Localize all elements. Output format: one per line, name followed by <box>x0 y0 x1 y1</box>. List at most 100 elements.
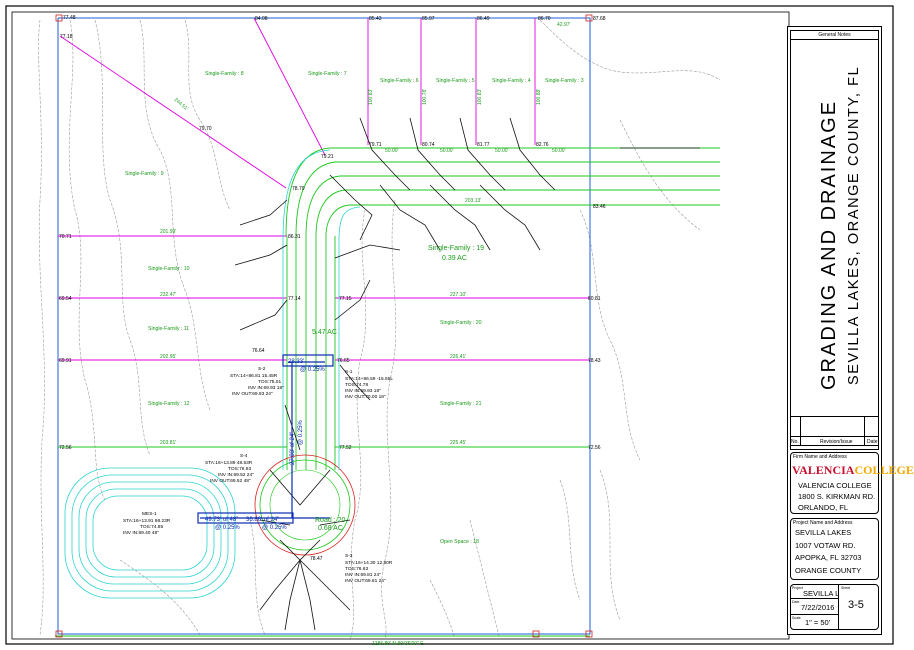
plan-label: INV IN:69.93 18" <box>248 385 284 391</box>
grading-leaders <box>234 117 700 631</box>
plan-label: 201.99' <box>160 229 176 235</box>
revision-date-header: Date <box>867 439 878 445</box>
firm-address: VALENCIA COLLEGE 1800 S. KIRKMAN RD. ORL… <box>798 480 875 513</box>
plan-label: TOS:75.01 <box>258 379 281 385</box>
plan-label: 84.08 <box>255 16 268 22</box>
firm-line-1: VALENCIA COLLEGE <box>798 481 872 490</box>
dimension-labels: 201.99' 232.47' 227.10' 202.95' 226.41' … <box>160 22 571 647</box>
existing-contours <box>38 19 721 641</box>
lot-label-sf3: Single-Family : 3 <box>545 78 584 84</box>
plan-label: 36.86' of 24" <box>246 517 279 523</box>
plan-label: INV OUT:69.52 48" <box>210 478 251 484</box>
storm-pipe <box>197 354 334 524</box>
plan-label: 86.31 <box>288 234 301 240</box>
date-value: 7/22/2016 <box>801 603 835 612</box>
plan-label: INV IN:69.52 24" <box>218 472 254 478</box>
lot-label-sf6: Single-Family : 6 <box>380 78 419 84</box>
plan-label: 28.33' <box>288 359 304 365</box>
sheet-info-box <box>790 584 879 630</box>
plan-label: 77.14 <box>288 296 301 302</box>
plan-label: 79.21 <box>321 154 334 160</box>
plan-label: 69.91 <box>59 358 72 364</box>
plan-label: S-2 <box>258 366 266 372</box>
structure-callouts: S-1 STA:14+86.59 -15.55L TOS:74.78 INV I… <box>123 366 393 584</box>
plan-label: 1286.89' N 89°35'00" E <box>372 641 424 647</box>
plan-label: 81.77 <box>477 142 490 148</box>
revision-col-1 <box>800 416 801 446</box>
revision-divider <box>790 436 879 437</box>
plan-label: 72.56 <box>59 445 72 451</box>
lot-label-open-space: Open Space : 18 <box>440 539 479 545</box>
property-boundary <box>57 17 591 635</box>
lot-label-sf10: Single-Family : 10 <box>148 266 190 272</box>
plan-label: 100.83' <box>477 89 483 105</box>
plan-label: INV OUT:69.81 24" <box>345 578 386 584</box>
plan-label: 79.71 <box>369 142 382 148</box>
plan-label: TOS:74.85 <box>140 524 163 530</box>
plan-label: 225.45' <box>450 440 466 446</box>
scale-label: Scale <box>792 616 801 620</box>
plan-label: 76.64 <box>252 348 265 354</box>
plan-label: 49.73' of 48" <box>205 517 238 523</box>
plan-label: STA:14+86.81 15.45R <box>230 373 278 379</box>
plan-label: 80.81 <box>588 296 601 302</box>
center-area: 5.47 AC <box>312 329 337 336</box>
plan-label: S-4 <box>240 453 248 459</box>
general-notes-header: General Notes <box>790 32 879 40</box>
retention-pond <box>64 467 236 599</box>
plan-label: 50.00' <box>495 148 509 154</box>
drawing-frame <box>11 11 790 640</box>
plan-label: 226.41' <box>450 354 466 360</box>
firm-box <box>790 452 879 514</box>
plan-label: 80.74 <box>422 142 435 148</box>
lot-label-sf4: Single-Family : 4 <box>492 78 531 84</box>
project-value: SEVILLA L <box>803 589 840 598</box>
lot-label-sf12: Single-Family : 12 <box>148 401 190 407</box>
project-line-2: 1007 VOTAW RD. <box>795 540 856 550</box>
lot-labels: Single-Family : 8 Single-Family : 7 Sing… <box>125 71 584 545</box>
project-box <box>790 518 879 580</box>
vertical-dimension-labels: 244.51' 100.83' 100.78' 100.83' 100.88' <box>173 89 542 112</box>
plan-label: 78.47 <box>310 556 323 562</box>
plan-label: S-1 <box>345 369 353 375</box>
plan-label: INV OUT:69.93 24" <box>232 391 273 397</box>
firm-line-3: ORLANDO, FL <box>798 503 849 512</box>
plan-label: 78.70 <box>292 186 305 192</box>
plan-label: 82.76 <box>536 142 549 148</box>
plan-label: 203.13' <box>465 198 481 204</box>
plan-label: 232.47' <box>160 292 176 298</box>
plan-label: 78.43 <box>588 358 601 364</box>
road-area: 0.68 AC <box>318 525 343 532</box>
plan-label: 227.10' <box>450 292 466 298</box>
plan-label: 50.00' <box>552 148 566 154</box>
sheet-info-divider-1 <box>790 598 838 599</box>
plan-label: 244.51' <box>173 97 189 112</box>
plan-label: 50.00' <box>440 148 454 154</box>
plan-label: STA:16+13.89 48.53R <box>205 460 253 466</box>
point-labels: 77.48 77.18 84.08 85.43 85.97 86.49 86.7… <box>59 15 606 562</box>
lot-label-sf8: Single-Family : 8 <box>205 71 244 77</box>
plan-label: 85.97 <box>422 16 435 22</box>
project-header: Project Name and Address <box>793 520 853 526</box>
plan-label: TOS:76.93 <box>228 466 251 472</box>
plan-label: 202.95' <box>160 354 176 360</box>
plan-label: INV IN:69.81 24" <box>345 572 381 578</box>
plan-label: 50.00' <box>385 148 399 154</box>
plan-label: STA:16+13.91 98.23R <box>123 518 171 524</box>
plan-label: 77.18 <box>60 34 73 40</box>
plan-label: INV IN:69.93 18" <box>345 388 381 394</box>
plan-label: 86.70 <box>538 16 551 22</box>
plan-label: 79.70 <box>199 126 212 132</box>
lot-label-sf5: Single-Family : 5 <box>436 78 475 84</box>
survey-points <box>55 14 593 638</box>
pipe-labels: 28.33' @ 0.25% 49.73' of 48" @ 0.25% 36.… <box>205 359 325 531</box>
lot-label-sf9: Single-Family : 9 <box>125 171 164 177</box>
scale-value: 1" = 50' <box>805 618 831 627</box>
plan-label: 42.97' <box>557 22 571 28</box>
firm-header: Firm Name and Address <box>793 454 847 460</box>
general-notes-box <box>790 30 879 450</box>
project-line-4: ORANGE COUNTY <box>795 565 862 575</box>
plan-label: 87.68 <box>593 16 606 22</box>
